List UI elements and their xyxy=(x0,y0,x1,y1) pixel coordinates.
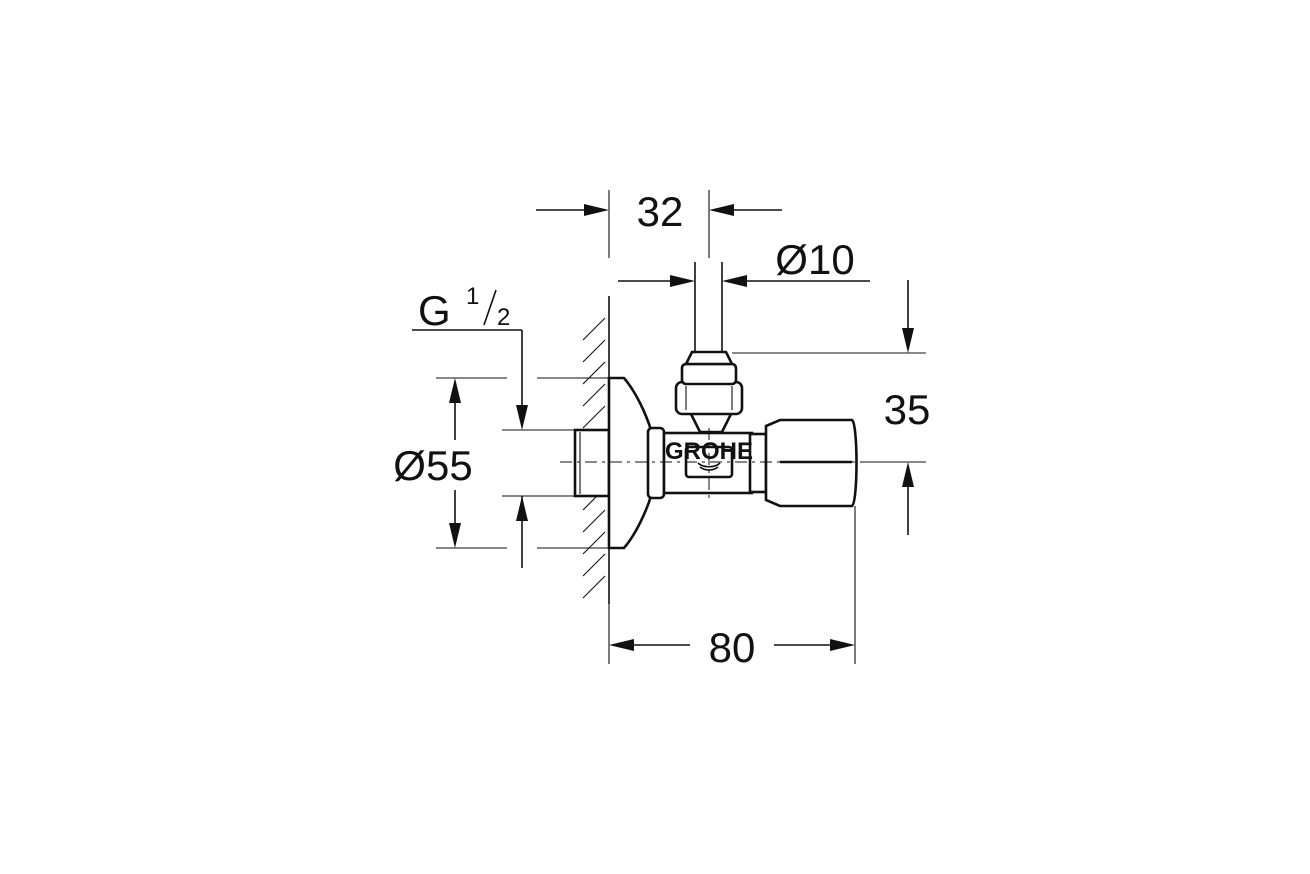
threaded-inlet xyxy=(573,428,611,498)
dimension-diameter-10 xyxy=(618,275,870,287)
valve-body xyxy=(646,418,858,508)
rosette xyxy=(607,376,653,550)
dimension-diameter-10-label: Ø10 xyxy=(775,236,854,283)
dimension-diameter-55 xyxy=(436,377,609,549)
compression-fitting xyxy=(674,350,744,434)
dimension-diameter-55-label: Ø55 xyxy=(393,442,472,489)
dimension-thread xyxy=(412,329,575,568)
thread-label-g: G xyxy=(418,287,451,334)
dimension-35 xyxy=(732,280,926,535)
thread-label-denominator: 2 xyxy=(497,304,510,331)
dimension-35-label: 35 xyxy=(884,386,931,433)
dimension-32-label: 32 xyxy=(637,188,684,235)
dimension-80-label: 80 xyxy=(709,624,756,671)
pipe xyxy=(694,262,723,352)
centre-lines xyxy=(560,428,870,500)
thread-label-numerator: 1 xyxy=(466,283,479,310)
dimension-80 xyxy=(608,506,856,664)
dimension-32 xyxy=(536,190,782,258)
thread-fraction-slash xyxy=(483,289,497,326)
